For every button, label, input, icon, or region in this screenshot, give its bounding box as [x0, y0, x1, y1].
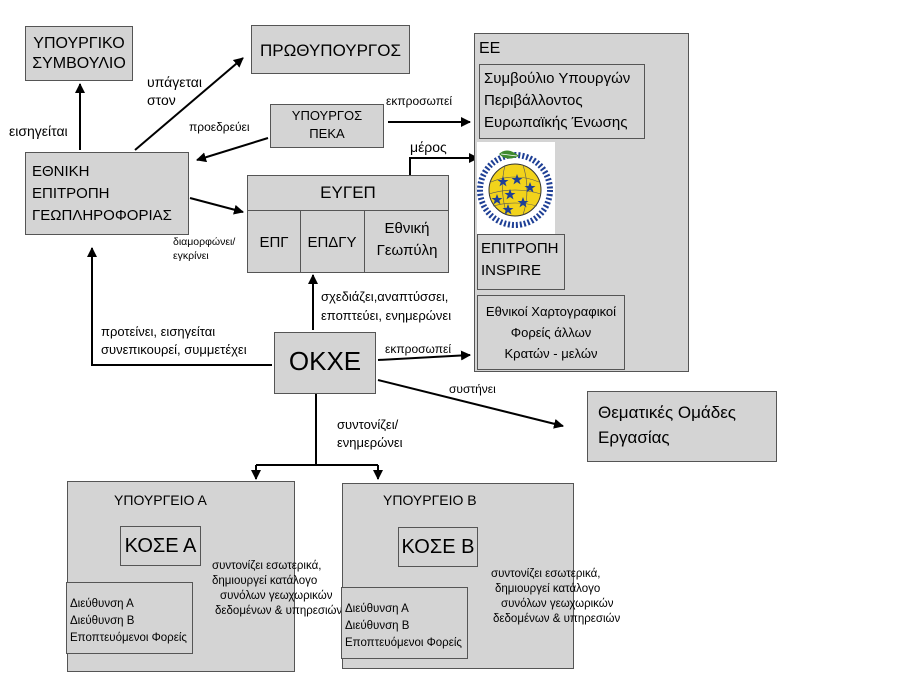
- eu-box: ΕΕ Συμβούλιο Υπουργών Περιβάλλοντος Ευρω…: [474, 33, 689, 372]
- edge-label-coordinates-1: συντονίζει/: [337, 417, 399, 432]
- ministry-b-units-box: Διεύθυνση Α Διεύθυνση Β Εποπτευόμενοι Φο…: [341, 587, 468, 659]
- thematic-label-1: Θεματικές Ομάδες: [598, 403, 736, 422]
- ministry-a-units-box: Διεύθυνση Α Διεύθυνση Β Εποπτευόμενοι Φο…: [66, 582, 193, 654]
- national-committee-box: ΕΘΝΙΚΗ ΕΠΙΤΡΟΠΗ ΓΕΩΠΛΗΡΟΦΟΡΙΑΣ: [25, 152, 189, 235]
- ministry-a-box: ΥΠΟΥΡΓΕΙΟ Α ΚΟΣΕ Α Διεύθυνση Α Διεύθυνση…: [66, 481, 342, 672]
- ministry-a-unit-3: Εποπτευόμενοι Φορείς: [70, 632, 187, 644]
- edge-label-proposes-coop-2: συνεπικουρεί, συμμετέχει: [101, 342, 247, 357]
- mapping-agencies-1: Εθνικοί Χαρτογραφικοί: [485, 304, 617, 319]
- inspire-logo-graphic: [477, 142, 555, 234]
- pm-label: ΠΡΩΘΥΠΟΥΡΓΟΣ: [259, 41, 402, 60]
- okxe-box: ΟΚΧΕ: [274, 332, 376, 394]
- eygep-part-epdgy: ΕΠΔΓΥ: [307, 234, 357, 251]
- pm-box: ΠΡΩΘΥΠΟΥΡΓΟΣ: [251, 25, 410, 74]
- edge-label-proposes-coop-1: προτείνει, εισηγείται: [101, 324, 216, 339]
- minister-box: ΥΠΟΥΡΓΟΣ ΠΕΚΑ: [270, 104, 384, 148]
- ministry-b-title: ΥΠΟΥΡΓΕΙΟ Β: [383, 492, 477, 508]
- edge-label-designs-2: εποπτεύει, ενημερώνει: [321, 308, 452, 323]
- inspire-committee-1: ΕΠΙΤΡΟΠΗ: [481, 240, 559, 257]
- edge-label-proposes: εισηγείται: [9, 123, 68, 139]
- eygep-box: ΕΥΓΕΠ ΕΠΓ ΕΠΔΓΥ Εθνική Γεωπύλη: [247, 175, 449, 273]
- cabinet-label-2: ΣΥΜΒΟΥΛΙΟ: [32, 55, 126, 72]
- ministry-a-note-4: δεδομένων & υπηρεσιών: [215, 605, 343, 617]
- ministry-a-title: ΥΠΟΥΡΓΕΙΟ Α: [114, 492, 207, 508]
- cabinet-box: ΥΠΟΥΡΓΙΚΟ ΣΥΜΒΟΥΛΙΟ: [25, 26, 133, 81]
- ministry-a-note-3: συνόλων γεωχωρικών: [220, 590, 333, 602]
- eu-title: ΕΕ: [479, 40, 501, 57]
- edge-label-shapes-1: διαμορφώνει/: [173, 236, 236, 248]
- mapping-agencies-2: Φορείς άλλων: [510, 325, 592, 340]
- kose-a-label: ΚΟΣΕ Α: [124, 535, 197, 557]
- edge-label-designs-1: σχεδιάζει,αναπτύσσει,: [321, 289, 449, 304]
- eygep-part-epg: ΕΠΓ: [259, 234, 289, 251]
- eu-council-1: Συμβούλιο Υπουργών: [484, 70, 631, 87]
- eygep-divider-v1: [300, 210, 301, 272]
- ministry-a-unit-2: Διεύθυνση Β: [70, 615, 135, 627]
- edge-committee-to-eygep: [189, 197, 244, 215]
- committee-label-2: ΕΠΙΤΡΟΠΗ: [32, 185, 110, 202]
- cabinet-label-1: ΥΠΟΥΡΓΙΚΟ: [33, 35, 125, 52]
- kose-a-box: ΚΟΣΕ Α: [120, 526, 201, 566]
- inspire-logo: [477, 142, 555, 234]
- committee-label-1: ΕΘΝΙΚΗ: [32, 163, 90, 180]
- kose-b-box: ΚΟΣΕ Β: [398, 527, 478, 567]
- edge-label-represents-eu: εκπροσωπεί: [386, 94, 453, 108]
- kose-b-label: ΚΟΣΕ Β: [401, 536, 475, 558]
- okxe-label: ΟΚΧΕ: [288, 346, 362, 376]
- edge-label-reports-to-1: υπάγεται: [147, 74, 202, 90]
- eygep-title: ΕΥΓΕΠ: [320, 183, 376, 202]
- ministry-b-note-1: συντονίζει εσωτερικά,: [491, 568, 601, 580]
- ministry-b-unit-3: Εποπτευόμενοι Φορείς: [345, 637, 462, 649]
- ministry-a-note-1: συντονίζει εσωτερικά,: [212, 560, 322, 572]
- edge-label-reports-to-2: στον: [147, 92, 176, 108]
- ministry-b-note-4: δεδομένων & υπηρεσιών: [493, 613, 621, 625]
- thematic-label-2: Εργασίας: [598, 428, 670, 447]
- ministry-b-unit-2: Διεύθυνση Β: [345, 620, 410, 632]
- edge-minister-to-committee: [196, 137, 269, 163]
- eu-council-2: Περιβάλλοντος: [484, 92, 583, 109]
- committee-label-3: ΓΕΩΠΛΗΡΟΦΟΡΙΑΣ: [32, 207, 172, 224]
- edge-label-coordinates-2: ενημερώνει: [337, 435, 403, 450]
- ministry-b-note-2: δημιουργεί κατάλογο: [495, 583, 601, 595]
- eygep-divider: [248, 210, 448, 211]
- ministry-a-unit-1: Διεύθυνση Α: [70, 598, 134, 610]
- edge-label-okxe-represents: εκπροσωπεί: [385, 342, 452, 356]
- edge-label-chairs: προεδρεύει: [189, 120, 250, 134]
- ministry-b-note-3: συνόλων γεωχωρικών: [501, 598, 614, 610]
- eygep-divider-v2: [364, 210, 365, 272]
- minister-label-2: ΠΕΚΑ: [309, 126, 345, 141]
- ministry-b-box: ΥΠΟΥΡΓΕΙΟ Β ΚΟΣΕ Β Διεύθυνση Α Διεύθυνση…: [341, 483, 620, 669]
- mapping-agencies-3: Κρατών - μελών: [504, 346, 598, 361]
- eu-council-box: Συμβούλιο Υπουργών Περιβάλλοντος Ευρωπαϊ…: [479, 64, 645, 139]
- edge-eygep-part-of-eu: [409, 153, 479, 176]
- edge-label-shapes-2: εγκρίνει: [173, 250, 209, 262]
- inspire-committee-box: ΕΠΙΤΡΟΠΗ INSPIRE: [477, 234, 565, 290]
- ministry-a-note-2: δημιουργεί κατάλογο: [212, 575, 318, 587]
- eygep-portal-2: Γεωπύλη: [376, 242, 438, 259]
- thematic-groups-box: Θεματικές Ομάδες Εργασίας: [587, 391, 777, 462]
- eygep-portal-1: Εθνική: [384, 220, 430, 237]
- mapping-agencies-box: Εθνικοί Χαρτογραφικοί Φορείς άλλων Κρατώ…: [477, 295, 625, 370]
- ministry-b-unit-1: Διεύθυνση Α: [345, 603, 409, 615]
- edge-label-establishes: συστήνει: [449, 382, 496, 396]
- edge-label-part-of: μέρος: [410, 139, 447, 155]
- minister-label-1: ΥΠΟΥΡΓΟΣ: [291, 108, 363, 123]
- inspire-committee-2: INSPIRE: [481, 262, 542, 279]
- eu-council-3: Ευρωπαϊκής Ένωσης: [484, 114, 628, 131]
